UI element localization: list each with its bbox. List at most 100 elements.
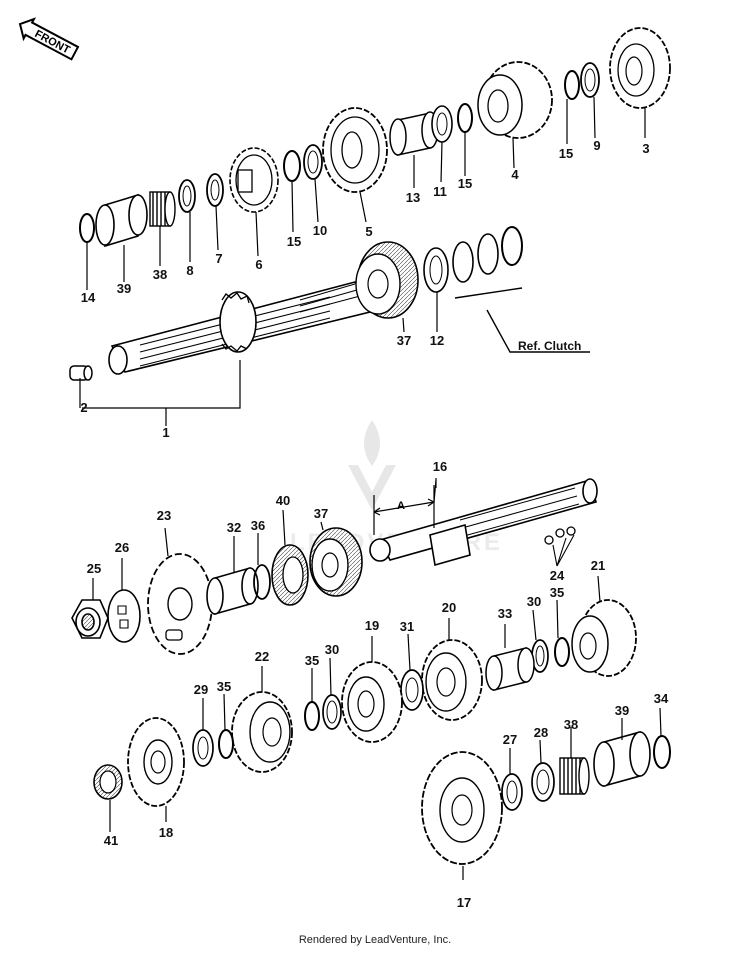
callout-30-a[interactable]: 30 <box>324 642 340 657</box>
circlip-15-a <box>283 150 301 182</box>
callout-19[interactable]: 19 <box>364 618 380 633</box>
callout-24[interactable]: 24 <box>549 568 565 583</box>
callout-22[interactable]: 22 <box>254 649 270 664</box>
callout-15-b[interactable]: 15 <box>457 176 473 191</box>
callout-10[interactable]: 10 <box>312 223 328 238</box>
washer-7 <box>206 173 224 207</box>
callout-27[interactable]: 27 <box>502 732 518 747</box>
dimension-A-label: A <box>397 500 405 512</box>
circlip-14 <box>79 213 95 243</box>
callout-18[interactable]: 18 <box>158 825 174 840</box>
callout-14[interactable]: 14 <box>80 290 96 305</box>
washer-8 <box>178 179 196 213</box>
ring-upper-a <box>452 241 474 283</box>
oil-seal-40 <box>271 544 309 606</box>
callout-9[interactable]: 9 <box>593 138 601 153</box>
pins-24 <box>544 526 576 545</box>
callout-25[interactable]: 25 <box>86 561 102 576</box>
callout-34[interactable]: 34 <box>653 691 669 706</box>
callout-30-b[interactable]: 30 <box>526 594 542 609</box>
callout-32[interactable]: 32 <box>226 520 242 535</box>
callout-7[interactable]: 7 <box>215 251 223 266</box>
gear-22 <box>231 691 293 773</box>
circlip-15-c <box>564 70 580 100</box>
callout-8[interactable]: 8 <box>186 263 194 278</box>
ref-clutch-label[interactable]: Ref. Clutch <box>518 339 582 353</box>
ring-upper-b <box>477 233 499 275</box>
bushing-39-upper <box>95 193 148 248</box>
collar-32 <box>206 566 259 616</box>
bushing-13 <box>389 111 439 156</box>
callout-11[interactable]: 11 <box>433 184 447 199</box>
callout-39-lower[interactable]: 39 <box>614 703 630 718</box>
callout-17[interactable]: 17 <box>456 895 472 910</box>
circlip-35-c <box>218 729 234 759</box>
callout-15-a[interactable]: 15 <box>286 234 302 249</box>
callout-23[interactable]: 23 <box>156 508 172 523</box>
circlip-upper <box>501 226 523 266</box>
callout-37-lower[interactable]: 37 <box>313 506 329 521</box>
gear-17 <box>421 751 503 865</box>
callout-12[interactable]: 12 <box>429 333 445 348</box>
callout-31[interactable]: 31 <box>399 619 415 634</box>
ref-clutch-lines <box>454 287 590 353</box>
callout-33[interactable]: 33 <box>497 606 513 621</box>
callout-37-upper[interactable]: 37 <box>396 333 412 348</box>
callout-40[interactable]: 40 <box>275 493 291 508</box>
callout-28[interactable]: 28 <box>533 725 549 740</box>
callout-4[interactable]: 4 <box>511 167 519 182</box>
gear-20 <box>421 639 483 721</box>
washer-9 <box>580 62 600 98</box>
circlip-34 <box>653 735 671 769</box>
callout-35-c[interactable]: 35 <box>549 585 565 600</box>
nut-25 <box>71 599 109 639</box>
callout-29[interactable]: 29 <box>193 682 209 697</box>
o-ring-36 <box>253 564 271 600</box>
callout-35-b[interactable]: 35 <box>216 679 232 694</box>
collar-12 <box>423 247 449 293</box>
callout-41[interactable]: 41 <box>103 833 119 848</box>
callout-20[interactable]: 20 <box>441 600 457 615</box>
upper-shaft-1 <box>108 281 371 375</box>
callout-35-a[interactable]: 35 <box>304 653 320 668</box>
callout-13[interactable]: 13 <box>405 190 421 205</box>
leader-lines-upper <box>79 96 646 426</box>
ball-bearing-37-upper <box>355 241 419 319</box>
gear-19 <box>341 661 403 743</box>
callout-16[interactable]: 16 <box>432 459 448 474</box>
washer-27 <box>501 773 523 811</box>
washer-30-b <box>322 694 342 730</box>
lock-washer-26 <box>107 589 141 643</box>
callout-38-upper[interactable]: 38 <box>152 267 168 282</box>
callout-36[interactable]: 36 <box>250 518 266 533</box>
ball-bearing-37-lower <box>309 527 363 597</box>
gear-3 <box>609 27 671 109</box>
callout-39-upper[interactable]: 39 <box>116 281 132 296</box>
callout-38-lower[interactable]: 38 <box>563 717 579 732</box>
footer-credit: Rendered by LeadVenture, Inc. <box>298 934 452 946</box>
washer-10 <box>303 144 323 180</box>
callout-2[interactable]: 2 <box>80 400 88 415</box>
front-arrow-icon: FRONT <box>18 17 80 61</box>
circlip-15-b <box>457 103 473 133</box>
needle-bearing-38-lower <box>559 757 590 795</box>
circlip-35-a <box>554 637 570 667</box>
bushing-33 <box>485 647 535 691</box>
callout-5[interactable]: 5 <box>365 224 373 239</box>
gear-6 <box>229 147 279 213</box>
bearing-41 <box>93 764 123 800</box>
gear-18 <box>127 717 185 807</box>
gear-4 <box>477 61 553 139</box>
needle-bearing-38-upper <box>149 191 176 227</box>
callout-26[interactable]: 26 <box>114 540 130 555</box>
leader-lines-lower <box>92 478 662 880</box>
callout-3[interactable]: 3 <box>642 141 650 156</box>
callout-1[interactable]: 1 <box>162 425 170 440</box>
circlip-35-b <box>304 701 320 731</box>
bushing-2 <box>69 365 93 381</box>
callout-15-c[interactable]: 15 <box>558 146 574 161</box>
callout-21[interactable]: 21 <box>590 558 606 573</box>
callout-6[interactable]: 6 <box>255 257 263 272</box>
washer-28 <box>531 762 555 802</box>
